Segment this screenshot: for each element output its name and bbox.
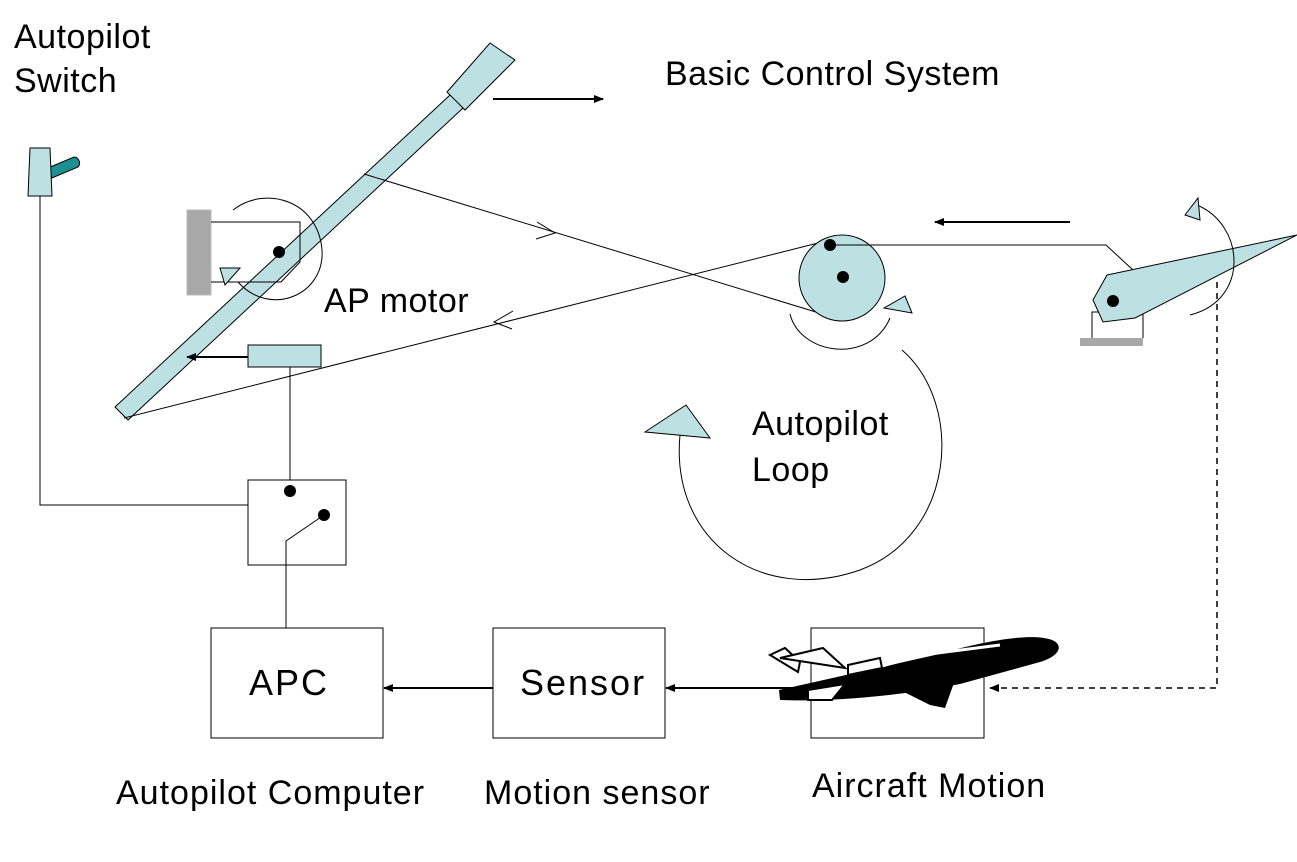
- autopilot-computer-label: Autopilot Computer: [116, 774, 426, 812]
- cable-to-elevator: [830, 244, 1134, 271]
- autopilot-switch-icon[interactable]: [27, 147, 81, 197]
- pulley-rotation-arc: [789, 313, 891, 350]
- sensor-box-label: Sensor: [520, 662, 647, 703]
- basic-control-system-label: Basic Control System: [665, 55, 1000, 93]
- motion-sensor-label: Motion sensor: [484, 774, 711, 812]
- ap-motor-rotation-arrowhead: [219, 267, 242, 287]
- sensor-box: [492, 627, 666, 739]
- autopilot-loop-label-line2: Loop: [752, 451, 830, 489]
- switch-contact-upper: [284, 485, 296, 497]
- ap-motor-label: AP motor: [324, 282, 470, 320]
- cable-upper: [363, 173, 843, 321]
- autopilot-loop-label-line1: Autopilot: [752, 405, 889, 443]
- ap-motor-rotation-arc: [232, 197, 323, 301]
- cable-direction-arrow-upper: [535, 221, 557, 240]
- pivot-bracket-left: [211, 221, 301, 283]
- engage-switch-box: [247, 479, 347, 566]
- elevator-feedback-dashed: [989, 282, 1218, 692]
- switch-wire: [39, 196, 248, 506]
- aircraft-motion-label: Aircraft Motion: [812, 767, 1047, 805]
- autopilot-loop-arrowhead: [643, 404, 712, 439]
- apc-box: [210, 627, 384, 739]
- autopilot-switch-label-line2: Switch: [14, 62, 118, 100]
- servo-actuator: [247, 344, 322, 368]
- apc-box-label: APC: [249, 662, 330, 703]
- ground-hatch-left: [186, 209, 212, 296]
- elevator-rotation-arc: [1189, 204, 1235, 316]
- pulley-center: [837, 271, 849, 283]
- cable-lower: [123, 239, 831, 419]
- elevator-icon: [1080, 234, 1297, 346]
- elevator-rotation-arrowhead: [1184, 196, 1201, 221]
- autopilot-loop-arc: [678, 349, 943, 580]
- autopilot-switch-label-line1: Autopilot: [14, 18, 151, 56]
- switch-lever: [285, 514, 325, 628]
- control-column-icon: [114, 42, 516, 421]
- pulley-rotation-arrowhead: [882, 295, 913, 314]
- cable-direction-arrow-lower: [492, 310, 514, 330]
- aircraft-icon: [767, 637, 1059, 708]
- column-pivot: [273, 246, 285, 258]
